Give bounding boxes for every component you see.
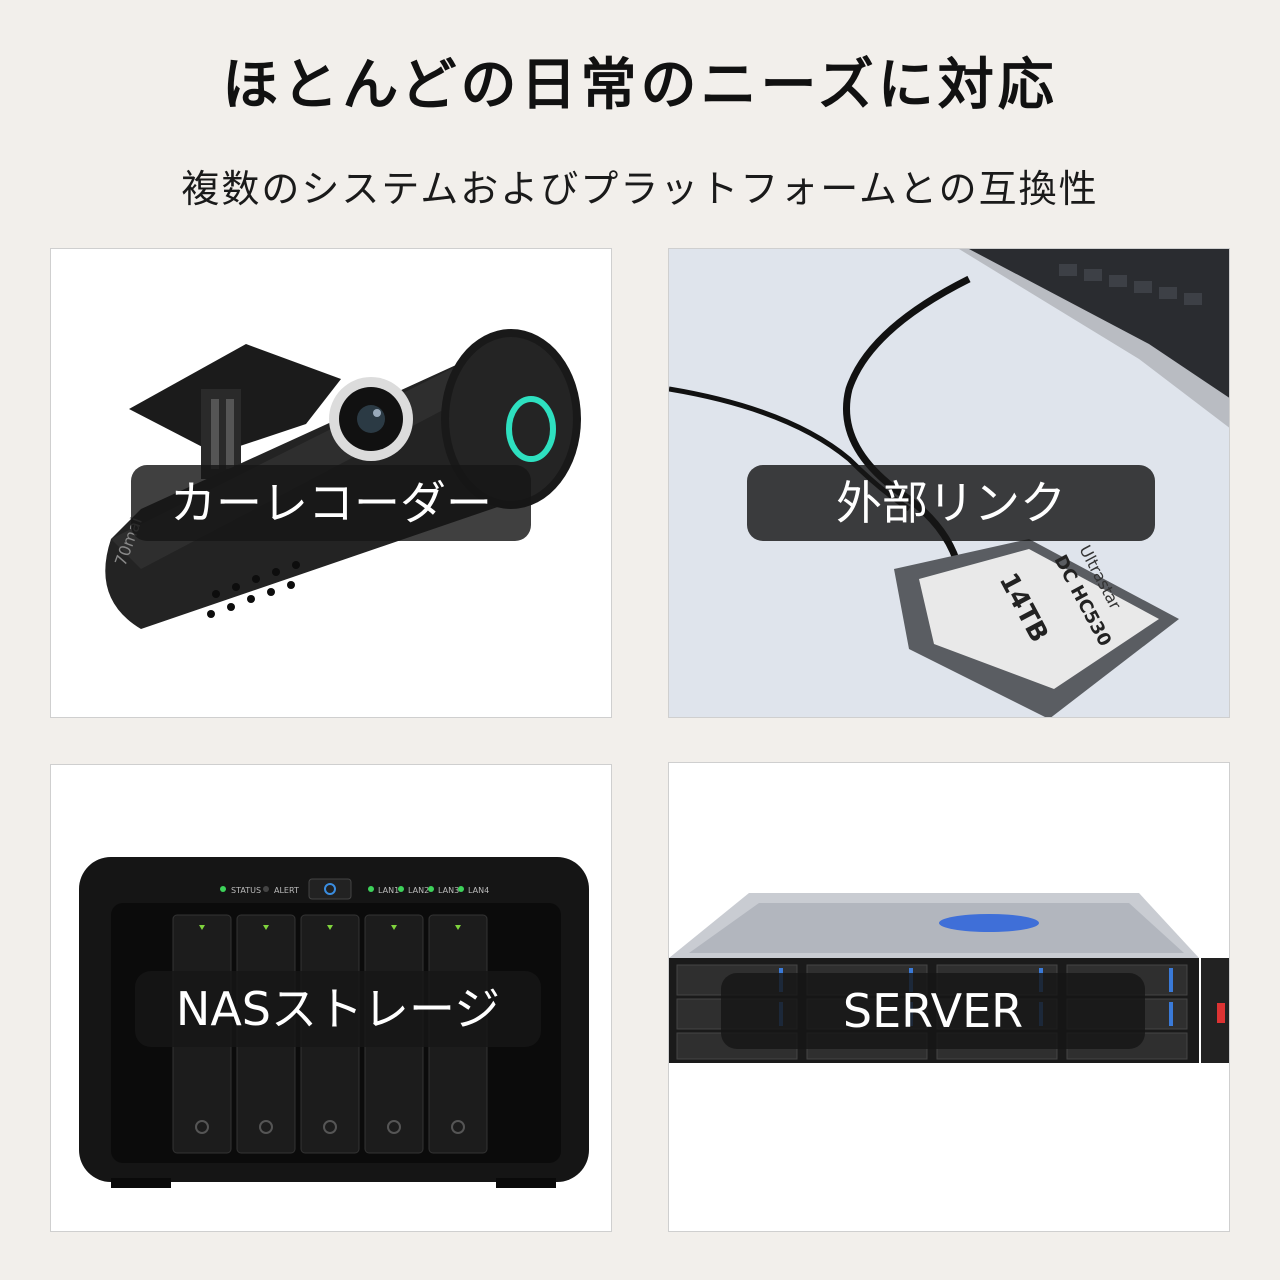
nas-lan-4: LAN4 xyxy=(468,886,489,895)
nas-alert: ALERT xyxy=(274,886,299,895)
nas-status: STATUS xyxy=(231,886,261,895)
card-label-nas-storage: NASストレージ xyxy=(135,971,541,1047)
card-label-server: SERVER xyxy=(721,973,1145,1049)
nas-lan-3: LAN3 xyxy=(438,886,459,895)
card-server: SERVER xyxy=(668,762,1230,1232)
page-title: ほとんどの日常のニーズに対応 xyxy=(222,53,1058,118)
card-external-link: 14TB DC HC530 Ultrastar 外部リンク xyxy=(668,248,1230,718)
card-label-external-link: 外部リンク xyxy=(747,465,1155,541)
nas-lan-1: LAN1 xyxy=(378,886,399,895)
card-nas-storage: STATUS ALERT LAN1 LAN2 LAN3 LAN4 NASストレー… xyxy=(50,764,612,1232)
nas-lan-2: LAN2 xyxy=(408,886,429,895)
card-car-recorder: 70mai カーレコーダー xyxy=(50,248,612,718)
card-label-car-recorder: カーレコーダー xyxy=(131,465,531,541)
page-subtitle: 複数のシステムおよびプラットフォームとの互換性 xyxy=(181,167,1099,211)
